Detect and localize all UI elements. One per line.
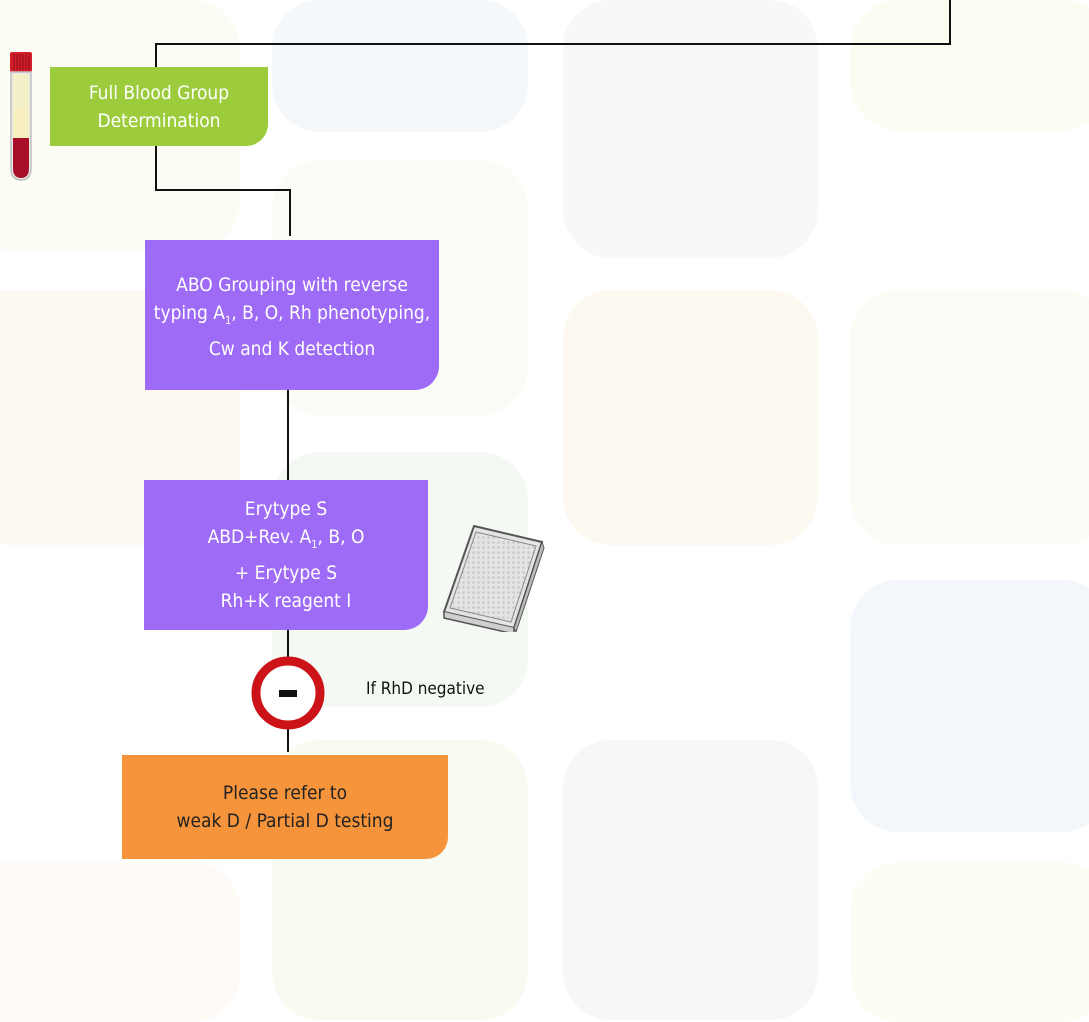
node-text: ABD+Rev. A: [207, 526, 312, 549]
node-line: Determination: [97, 109, 221, 132]
node-line: Rh+K reagent I: [220, 589, 352, 612]
node-text: typing A: [153, 302, 225, 325]
erytype-node: Erytype S ABD+Rev. A1, B, O + Erytype S …: [144, 480, 428, 630]
blood-tube-icon: [10, 52, 32, 181]
subscript-1: 1: [311, 537, 318, 551]
background-tile: [850, 290, 1089, 545]
node-line: Full Blood Group: [88, 81, 230, 104]
background-tile: [850, 580, 1089, 832]
node-line: Cw and K detection: [208, 337, 376, 360]
background-tile: [272, 0, 528, 132]
node-text: , B, O: [317, 526, 365, 549]
node-line: ABO Grouping with reverse: [176, 274, 408, 297]
node-line: Erytype S: [244, 498, 328, 521]
connector-full-to-abo: [155, 146, 291, 236]
background-tile: [850, 0, 1089, 130]
connector-top-return: [155, 0, 951, 68]
node-line: ABD+Rev. A1, B, O: [208, 523, 365, 559]
abo-grouping-node: ABO Grouping with reverse typing A1, B, …: [145, 240, 439, 390]
subscript-1: 1: [225, 313, 232, 327]
node-line: + Erytype S: [234, 561, 338, 584]
connector-lines: [155, 0, 951, 752]
node-text: , B, O, Rh phenotyping,: [231, 302, 431, 325]
node-line: typing A1, B, O, Rh phenotyping,: [154, 299, 430, 335]
rhd-negative-icon: [251, 656, 325, 730]
condition-label: If RhD negative: [366, 679, 485, 699]
refer-testing-node: Please refer to weak D / Partial D testi…: [122, 755, 448, 859]
node-line: Please refer to: [222, 782, 348, 804]
full-blood-group-node: Full Blood Group Determination: [50, 67, 268, 146]
background-tile: [563, 290, 818, 545]
microplate-icon: [442, 524, 545, 632]
background-tile: [563, 740, 818, 1020]
node-line: weak D / Partial D testing: [176, 810, 394, 832]
